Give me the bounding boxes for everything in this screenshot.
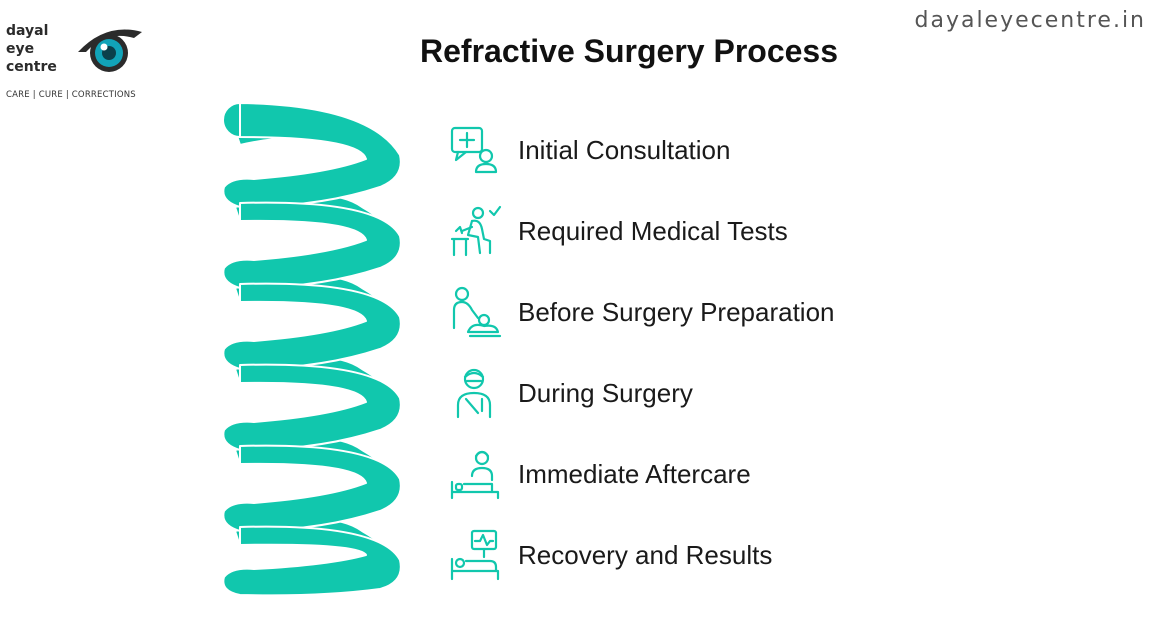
step-item: Initial Consultation xyxy=(444,120,730,180)
step-label: Required Medical Tests xyxy=(518,215,788,246)
surgery-icon xyxy=(444,363,504,423)
brand-tagline: CARE | CURE | CORRECTIONS xyxy=(6,90,136,100)
step-label: Recovery and Results xyxy=(518,539,773,570)
step-label: Initial Consultation xyxy=(518,134,731,165)
step-label: Immediate Aftercare xyxy=(518,458,751,489)
brand-name: dayal eye centre xyxy=(6,22,57,76)
step-item: Before Surgery Preparation xyxy=(444,282,835,342)
spring-coil-front xyxy=(222,201,402,289)
diagram-title: Refractive Surgery Process xyxy=(420,33,838,69)
eye-logo-icon xyxy=(78,29,142,72)
step-item: Recovery and Results xyxy=(444,525,772,585)
aftercare-icon xyxy=(444,444,504,504)
brand-logo: dayal eye centre CARE | CURE | CORRECTIO… xyxy=(6,22,156,104)
spring-coil-front xyxy=(222,444,402,532)
spiral-spring-graphic xyxy=(222,102,402,597)
brand-name-line: eye xyxy=(6,41,35,57)
spring-coil-front xyxy=(222,282,402,370)
spring-coil-front xyxy=(222,525,402,597)
step-label: Before Surgery Preparation xyxy=(518,296,835,327)
step-item: During Surgery xyxy=(444,363,693,423)
step-label: During Surgery xyxy=(518,377,693,408)
step-item: Required Medical Tests xyxy=(444,201,788,261)
spring-coil-front xyxy=(222,102,402,208)
preparation-icon xyxy=(444,282,504,342)
step-item: Immediate Aftercare xyxy=(444,444,751,504)
spring-coil-front xyxy=(222,363,402,451)
brand-name-line: centre xyxy=(6,59,57,75)
consultation-icon xyxy=(444,120,504,180)
medical-tests-icon xyxy=(444,201,504,261)
website-url[interactable]: dayaleyecentre.in xyxy=(914,8,1146,33)
recovery-icon xyxy=(444,525,504,585)
brand-name-line: dayal xyxy=(6,23,49,39)
